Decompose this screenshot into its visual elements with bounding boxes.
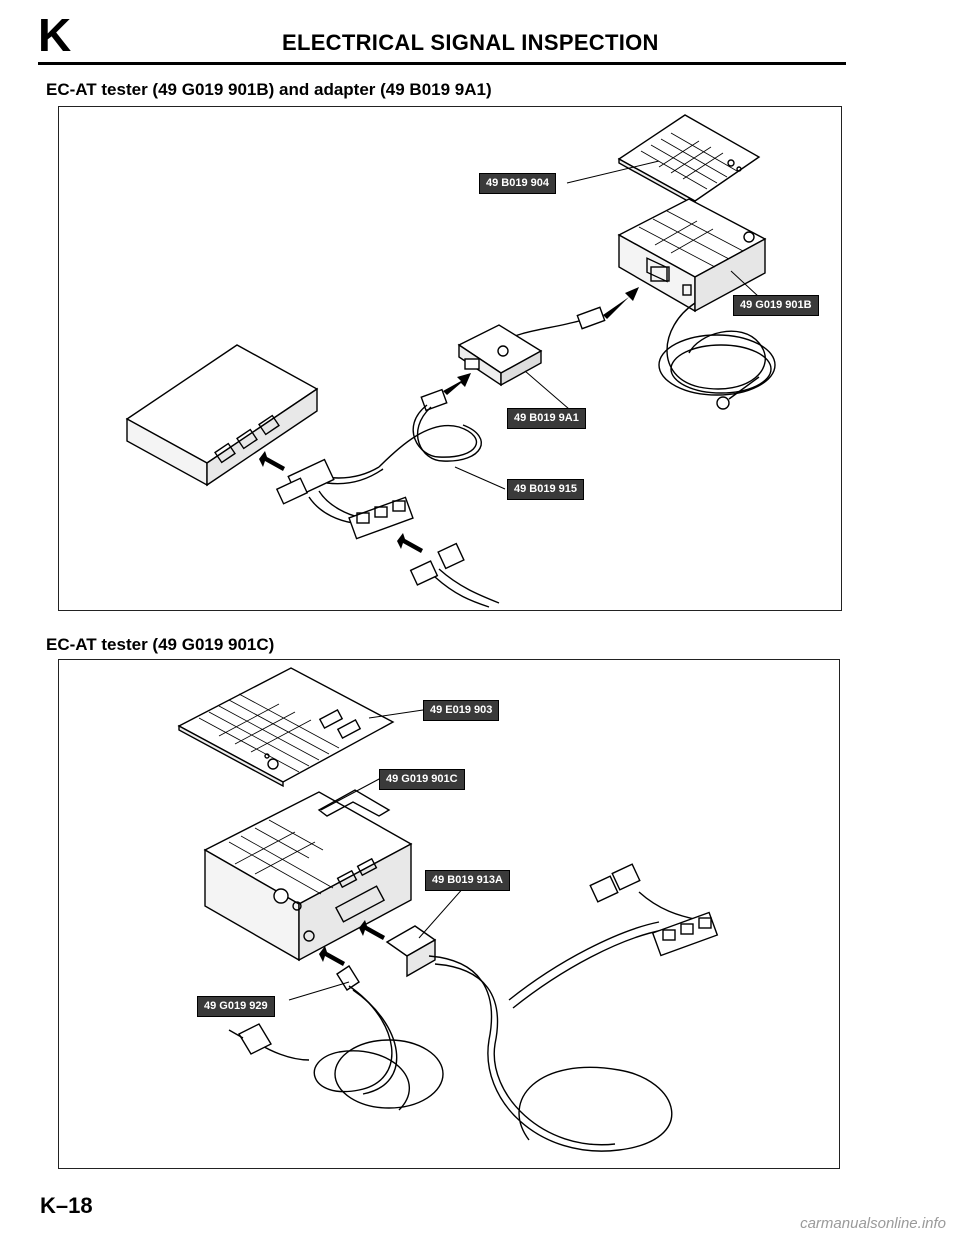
label-harness-b019-915: 49 B019 915 [507,479,584,500]
figure1-drawing [125,114,776,608]
harness-drawing [275,388,482,540]
figure1-illustration: 49 B019 904 49 G019 901B 49 B019 9A1 49 … [58,106,842,611]
label-harness-b019-913a: 49 B019 913A [425,870,510,891]
label-adapter-b019-9a1: 49 B019 9A1 [507,408,586,429]
arrow-1-drawing [359,920,385,940]
page-number: K–18 [40,1193,93,1218]
figure1-caption: EC-AT tester (49 G019 901B) and adapter … [46,80,492,99]
tester-cable-drawing [658,302,776,410]
figure2-drawing [177,667,719,1152]
power-cable-drawing [228,965,444,1111]
header-rule [38,62,846,65]
label-power-cable-g019-929: 49 G019 929 [197,996,275,1017]
arrow-2-drawing [443,373,471,395]
tester-box-drawing [617,198,767,313]
label-overlay-e019-903: 49 E019 903 [423,700,500,721]
ecu-drawing [125,344,319,487]
figure2-illustration: 49 E019 903 49 G019 901C 49 B019 913A 49… [58,659,840,1169]
overlay-sheet-drawing [617,114,761,207]
arrow-3-drawing [259,451,285,471]
section-letter: K [38,9,72,61]
adapter-drawing [457,306,606,387]
label-overlay-b019-904: 49 B019 904 [479,173,556,194]
overlay-sheet-drawing [177,667,395,788]
page-title: ELECTRICAL SIGNAL INSPECTION [282,30,659,55]
harness-drawing [385,863,719,1152]
figure2-caption: EC-AT tester (49 G019 901C) [46,635,275,654]
label-tester-g019-901b: 49 G019 901B [733,295,819,316]
tester-box-drawing [203,789,413,962]
arrow-1-drawing [603,287,639,319]
label-tester-g019-901c: 49 G019 901C [379,769,465,790]
arrow-2-drawing [319,946,345,966]
watermark: carmanualsonline.info [800,1215,946,1232]
arrow-4-drawing [397,533,423,553]
vehicle-connector-drawing [409,542,500,608]
